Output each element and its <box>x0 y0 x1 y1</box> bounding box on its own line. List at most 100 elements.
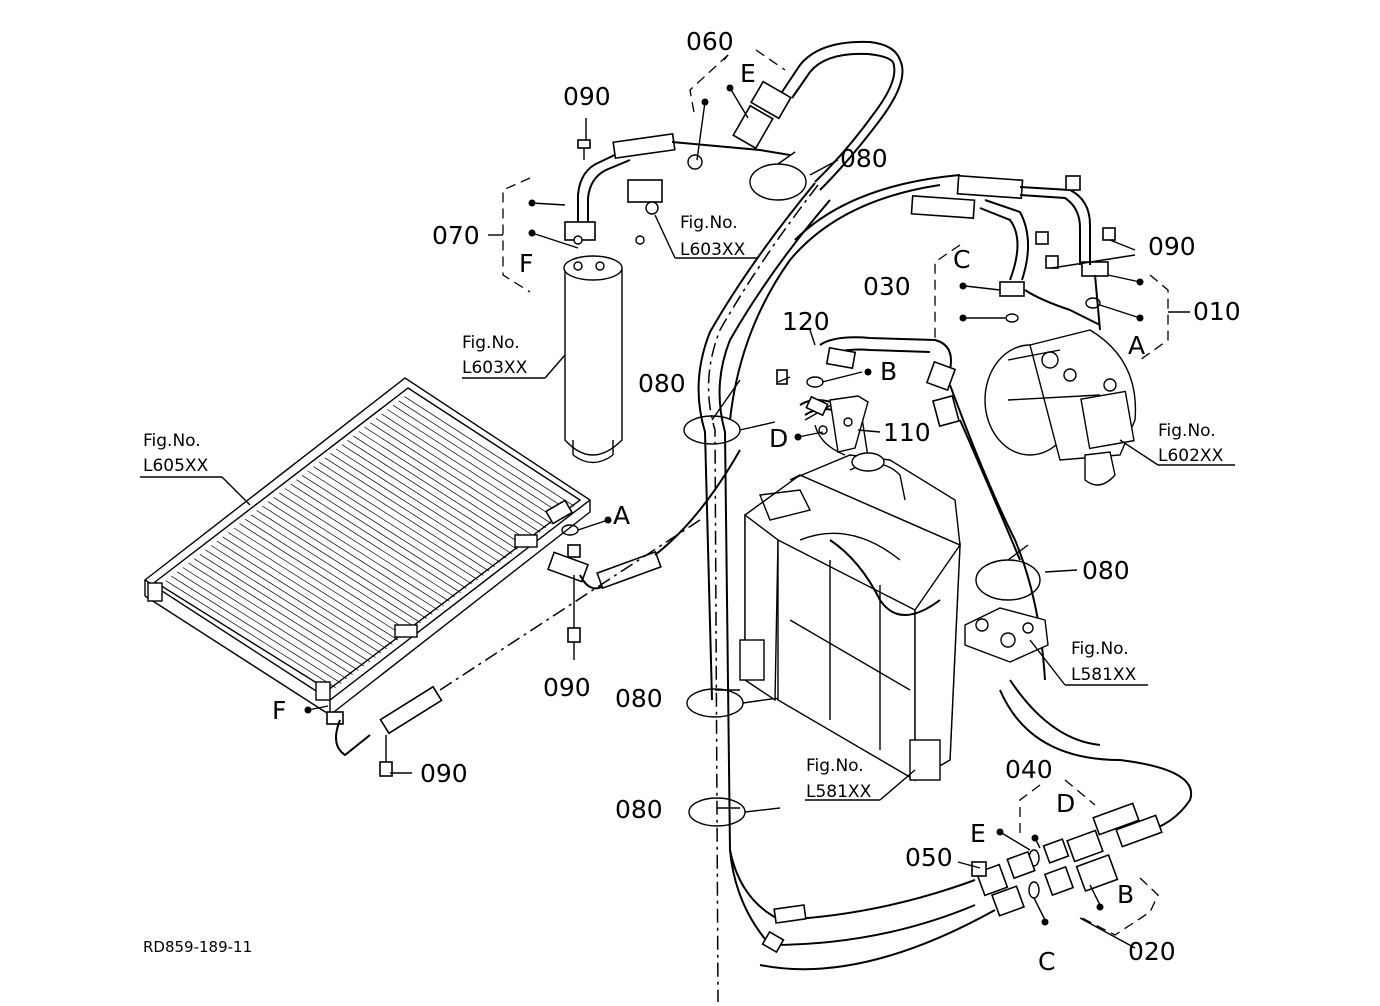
condenser-fin <box>182 567 353 675</box>
condenser-fin <box>398 400 569 511</box>
main-hose-lines <box>697 174 996 1003</box>
figure-ref-label: Fig.No. <box>462 333 520 353</box>
callout-080: 080 <box>615 684 663 713</box>
callouts: 060 090 080 070 090 030 010 120 080 110 … <box>143 27 1241 976</box>
condenser-fin <box>193 558 365 667</box>
callout-090: 090 <box>543 673 591 702</box>
condenser-fin <box>353 435 524 546</box>
figure-ref-code: L602XX <box>1158 446 1224 466</box>
figure-ref-code: L581XX <box>806 782 872 802</box>
callout-120: 120 <box>782 307 830 336</box>
lower-fittings <box>964 607 1193 917</box>
letter-b: B <box>1117 880 1134 909</box>
figure-ref-label: Fig.No. <box>680 213 738 233</box>
condenser-fin <box>358 431 530 542</box>
condenser-fin <box>324 457 495 568</box>
callout-040: 040 <box>1005 755 1053 784</box>
condenser-fin <box>233 527 405 637</box>
receiver-dryer <box>563 255 623 464</box>
figure-ref-label: Fig.No. <box>1158 421 1216 441</box>
callout-110: 110 <box>883 418 931 447</box>
condenser-fin <box>239 523 410 632</box>
condenser-fin <box>216 540 387 650</box>
figure-ref-label: Fig.No. <box>143 431 201 451</box>
letter-c: C <box>953 245 970 274</box>
callout-010: 010 <box>1193 297 1241 326</box>
compressor <box>910 174 1137 486</box>
condenser-fin <box>279 492 450 602</box>
condenser-fin <box>347 440 518 550</box>
condenser-fittings <box>326 449 741 777</box>
condenser-fin <box>313 466 484 576</box>
condenser-fin <box>375 418 547 529</box>
callout-080: 080 <box>638 369 686 398</box>
callout-030: 030 <box>863 272 911 301</box>
condenser-fin <box>364 426 535 537</box>
condenser-fin <box>387 409 558 520</box>
condenser-fin <box>341 444 512 555</box>
callout-080: 080 <box>840 144 888 173</box>
condenser-fin <box>404 396 575 507</box>
condenser-fin <box>188 562 359 671</box>
letter-d: D <box>769 424 788 453</box>
figure-ref-code: L605XX <box>143 456 209 476</box>
callout-080: 080 <box>1082 556 1130 585</box>
engine <box>739 399 961 782</box>
callout-050: 050 <box>905 843 953 872</box>
condenser-fin <box>296 479 467 589</box>
condenser-fin <box>256 510 427 619</box>
top-hoses <box>564 40 904 245</box>
condenser-fin <box>381 413 552 524</box>
condenser-fin <box>284 488 456 598</box>
condenser <box>143 377 592 716</box>
letter-b: B <box>880 357 897 386</box>
condenser-fin <box>210 545 382 654</box>
condenser-fin <box>392 404 564 516</box>
condenser-fin <box>267 501 439 611</box>
condenser-fin <box>318 461 490 572</box>
condenser-fin <box>330 453 501 563</box>
drawing-code: RD859-189-11 <box>143 938 252 956</box>
letter-e: E <box>740 59 756 88</box>
condenser-fin <box>301 475 473 585</box>
condenser-fin <box>335 448 507 559</box>
letter-a: A <box>1128 331 1145 360</box>
callout-060: 060 <box>686 27 734 56</box>
condenser-fin <box>171 575 342 684</box>
callout-070: 070 <box>432 221 480 250</box>
condenser-fin <box>370 422 541 533</box>
letter-a: A <box>613 501 630 530</box>
callout-090: 090 <box>563 82 611 111</box>
leaders <box>140 54 1235 949</box>
letter-f: F <box>272 696 286 725</box>
letter-d: D <box>1056 789 1075 818</box>
condenser-fin <box>176 571 348 680</box>
condenser-fin <box>165 580 336 688</box>
brackets <box>502 49 1169 936</box>
condenser-fin <box>228 532 399 641</box>
figure-ref-label: Fig.No. <box>806 756 864 776</box>
callout-080: 080 <box>615 795 663 824</box>
condenser-fin <box>205 549 376 658</box>
callout-020: 020 <box>1128 937 1176 966</box>
condenser-fin <box>250 514 422 624</box>
letter-e: E <box>970 819 986 848</box>
condenser-fin <box>262 505 433 615</box>
clamps <box>683 151 1041 827</box>
condenser-fin <box>290 483 461 593</box>
condenser-fin <box>273 497 444 606</box>
condenser-fin <box>245 518 416 628</box>
letter-f: F <box>519 249 533 278</box>
callout-090: 090 <box>420 759 468 788</box>
figure-ref-code: L581XX <box>1071 665 1137 685</box>
figure-ref-label: Fig.No. <box>1071 639 1129 659</box>
figure-ref-code: L603XX <box>462 358 528 378</box>
condenser-fin <box>199 554 370 663</box>
callout-090: 090 <box>1148 232 1196 261</box>
condenser-fin <box>222 536 393 645</box>
condenser-fin <box>307 470 478 580</box>
letter-c: C <box>1038 947 1055 976</box>
figure-ref-code: L603XX <box>680 240 746 260</box>
